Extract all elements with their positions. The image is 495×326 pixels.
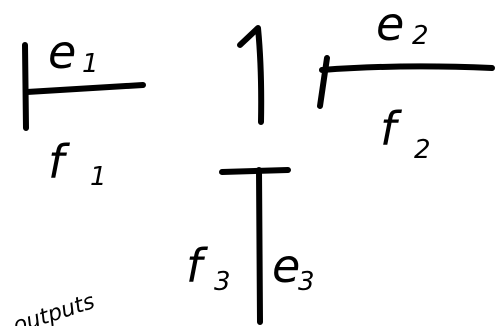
e3-label: e xyxy=(272,239,300,293)
bond-3-causal-stroke xyxy=(219,167,291,175)
e1-label: e xyxy=(48,25,76,79)
bond-1-line xyxy=(24,82,146,95)
f2-label: f xyxy=(380,102,402,156)
bond-3 xyxy=(219,167,291,325)
f3-label: f xyxy=(186,239,208,293)
f3-subscript: 3 xyxy=(214,267,231,297)
e2-label: e xyxy=(376,0,404,51)
e2-subscript: 2 xyxy=(412,21,429,51)
bond-1-causal-stroke xyxy=(22,42,29,131)
f1-subscript: 1 xyxy=(90,162,107,192)
bond-2-causal-stroke xyxy=(317,55,330,109)
e1-subscript: 1 xyxy=(82,49,99,79)
e3-subscript: 3 xyxy=(298,267,315,297)
one-junction xyxy=(237,25,265,125)
f2-subscript: 2 xyxy=(414,135,431,165)
f1-label: f xyxy=(48,135,70,189)
bond-2-line xyxy=(319,63,495,73)
bond-3-line xyxy=(256,167,263,325)
outputs-note: outputs xyxy=(10,289,98,326)
bond-2 xyxy=(317,55,495,109)
bond-1 xyxy=(22,42,146,131)
